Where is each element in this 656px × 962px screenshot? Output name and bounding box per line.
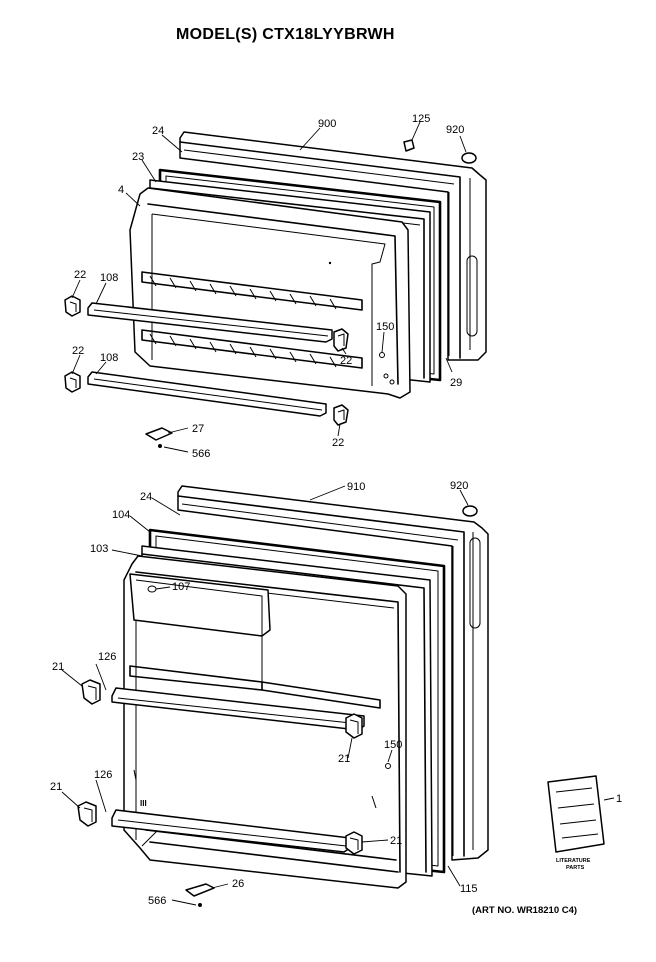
callout-920: 920	[450, 480, 468, 492]
callout-22: 22	[332, 437, 344, 449]
fresh-food-rack-cap-right-lower	[345, 831, 363, 855]
callout-108: 108	[100, 352, 118, 364]
literature-label: LITERATURE	[556, 858, 591, 864]
callout-104: 104	[112, 509, 130, 521]
callout-4: 4	[118, 184, 124, 196]
freezer-inner-liner	[129, 187, 411, 399]
freezer-callout-labels: 900 125 920 24 23 4 22 108 150 22 22 108…	[72, 113, 464, 460]
callout-22: 22	[72, 345, 84, 357]
fresh-food-outer-door	[177, 485, 489, 861]
fresh-food-plug-920	[462, 505, 478, 517]
freezer-door-assembly	[64, 121, 487, 453]
callout-150: 150	[384, 739, 402, 751]
freezer-bar-cap-left-upper	[64, 295, 81, 317]
callout-126: 126	[94, 769, 112, 781]
callout-21: 21	[52, 661, 64, 673]
callout-125: 125	[412, 113, 430, 125]
fresh-food-rack-cap-left-upper	[81, 679, 101, 705]
callout-115: 115	[460, 883, 478, 895]
freezer-hinge-27	[145, 427, 173, 448]
fresh-food-rack-upper	[111, 687, 365, 731]
freezer-stop-125	[403, 139, 415, 152]
fresh-food-inner-liner: III	[123, 555, 407, 889]
callout-107: 107	[172, 581, 190, 593]
callout-920: 920	[446, 124, 464, 136]
diagram-title: MODEL(S) CTX18LYYBRWH	[176, 26, 395, 43]
callout-108: 108	[100, 272, 118, 284]
art-number: (ART NO. WR18210 C4)	[472, 905, 578, 916]
freezer-shelf-bar-lower	[87, 371, 327, 417]
freezer-bar-cap-right-lower	[333, 404, 349, 426]
freezer-shelf-bar-upper	[87, 302, 333, 343]
callout-103: 103	[90, 543, 108, 555]
callout-566: 566	[192, 448, 210, 460]
freezer-bar-cap-left-lower	[64, 371, 81, 393]
fresh-food-door-assembly: III	[61, 485, 489, 907]
callout-1: 1	[616, 793, 622, 805]
literature-packet	[547, 775, 615, 853]
callout-21: 21	[50, 781, 62, 793]
freezer-bar-cap-right-upper	[333, 328, 349, 352]
callout-24: 24	[140, 491, 152, 503]
callout-21: 21	[338, 753, 350, 765]
fresh-food-rack-cap-left-lower	[77, 801, 97, 827]
callout-29: 29	[450, 377, 462, 389]
callout-22: 22	[340, 355, 352, 367]
callout-24: 24	[152, 125, 164, 137]
callout-27: 27	[192, 423, 204, 435]
callout-126: 126	[98, 651, 116, 663]
callout-22: 22	[74, 269, 86, 281]
fresh-food-callout-labels: 910 920 24 104 103 107 126 21 150 21 21 …	[50, 480, 622, 907]
freezer-outer-door	[179, 131, 487, 361]
callout-900: 900	[318, 118, 336, 130]
callout-26: 26	[232, 878, 244, 890]
callout-150: 150	[376, 321, 394, 333]
callout-910: 910	[347, 481, 365, 493]
callout-566: 566	[148, 895, 166, 907]
fresh-food-rack-cap-right-upper	[345, 713, 363, 739]
literature-label-parts: PARTS	[566, 865, 585, 871]
fresh-food-hinge-26	[185, 883, 215, 907]
callout-23: 23	[132, 151, 144, 163]
freezer-plug-920	[461, 152, 477, 164]
callout-21: 21	[390, 835, 402, 847]
svg-text:III: III	[140, 799, 147, 808]
